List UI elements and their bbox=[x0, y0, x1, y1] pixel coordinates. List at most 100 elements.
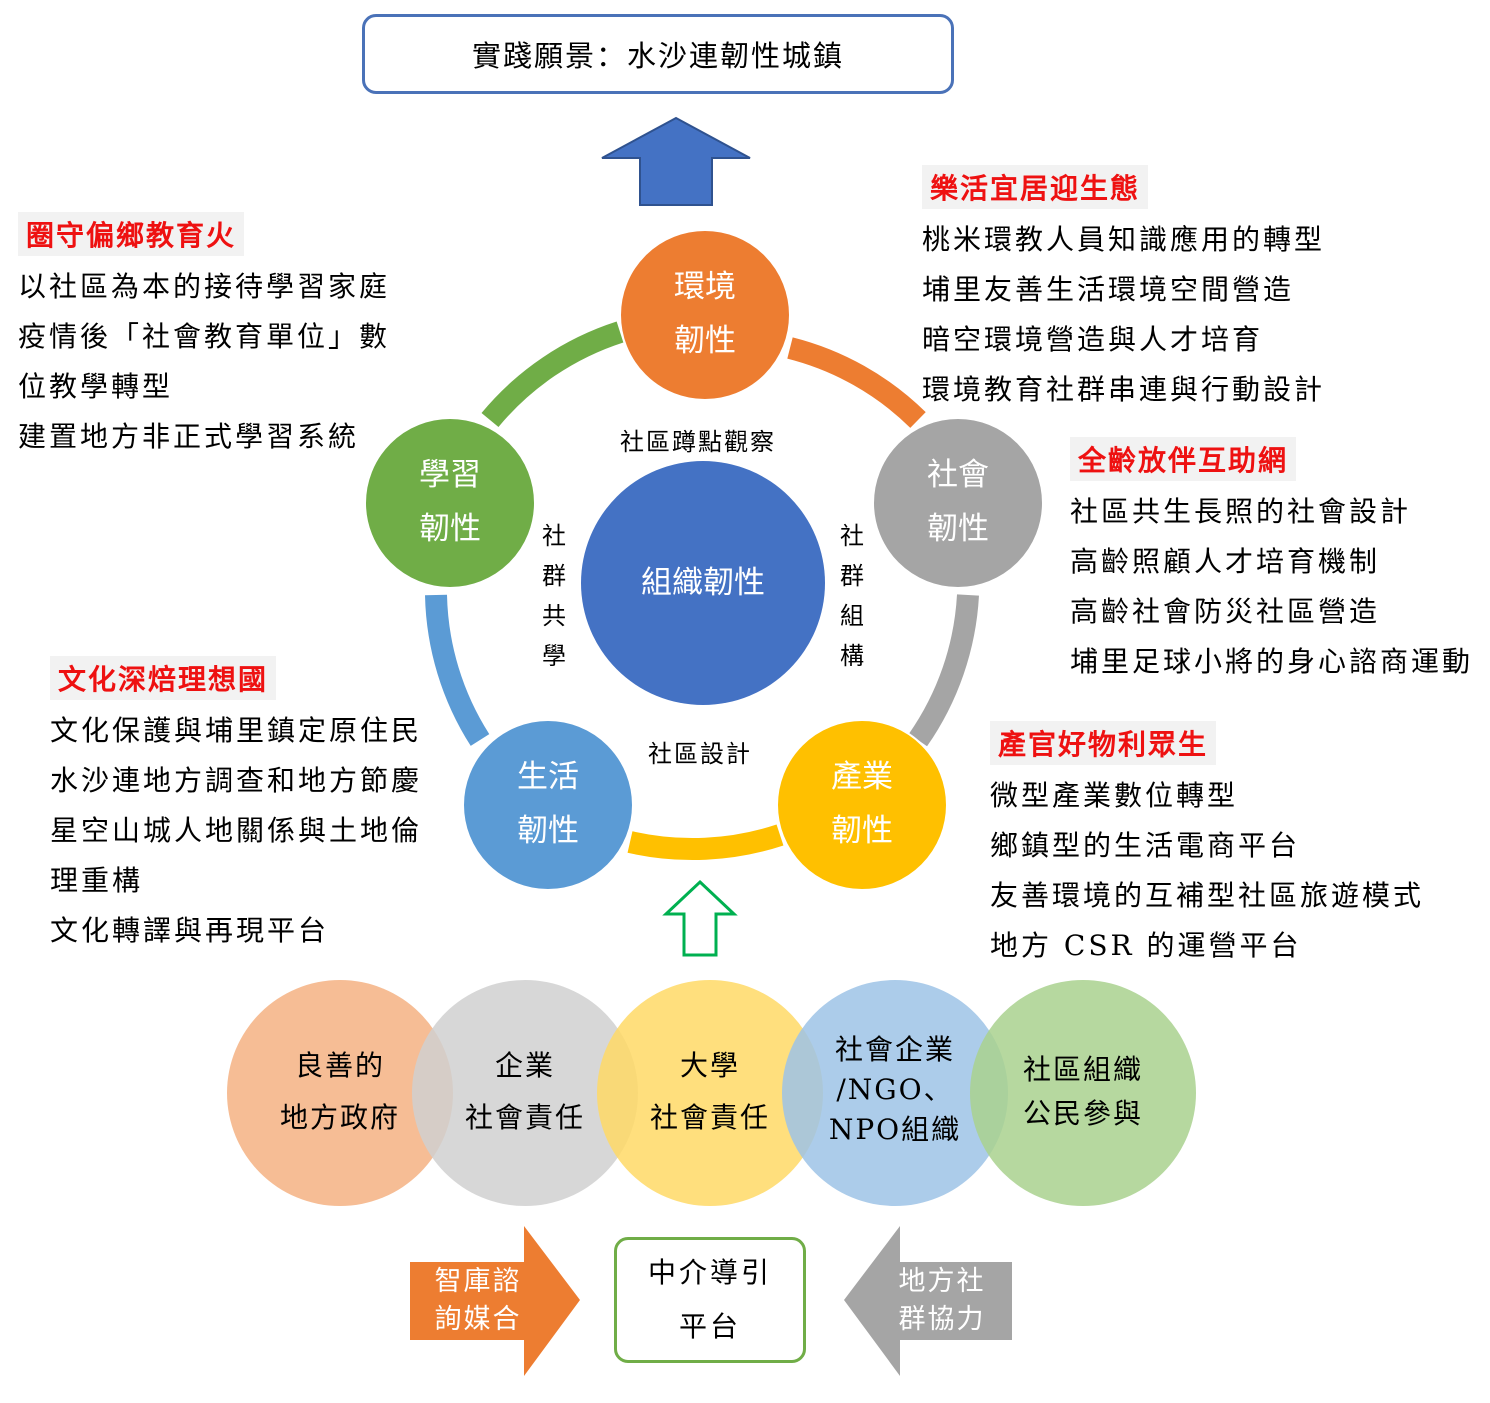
culture-section: 文化深焙理想國 文化保護與埔里鎮定原住民 水沙連地方調查和地方節慶 星空山城人地… bbox=[50, 656, 422, 956]
venn-label-line: 社會責任 bbox=[649, 1101, 770, 1134]
arrow-label-line: 地方社 bbox=[898, 1266, 986, 1297]
environment-list: 桃米環教人員知識應用的轉型 埔里友善生活環境空間營造 暗空環境營造與人才培育 環… bbox=[922, 215, 1325, 415]
venn-comm-label: 社區組織 公民參與 bbox=[993, 1048, 1173, 1136]
life-label: 生活 韌性 bbox=[463, 750, 633, 858]
list-item: 埔里足球小將的身心諮商運動 bbox=[1070, 645, 1474, 678]
platform-line1: 中介導引 bbox=[647, 1256, 772, 1289]
environment-heading: 樂活宜居迎生態 bbox=[922, 165, 1149, 209]
list-item: 建置地方非正式學習系統 bbox=[18, 420, 360, 453]
ring-label-right-char: 群 bbox=[840, 562, 864, 590]
list-item: 高齡照顧人才培育機制 bbox=[1070, 545, 1381, 578]
learning-section: 圈守偏鄉教育火 以社區為本的接待學習家庭 疫情後「社會教育單位」數 位教學轉型 … bbox=[18, 212, 390, 462]
arrow-label-line: 群協力 bbox=[898, 1304, 986, 1335]
list-item: 地方 CSR 的運營平台 bbox=[990, 929, 1302, 962]
ring-label-right: 社 群 組 構 bbox=[837, 516, 867, 676]
list-item: 微型產業數位轉型 bbox=[990, 779, 1239, 812]
arrow-label-line: 智庫諮 bbox=[434, 1266, 522, 1297]
ring-label-right-char: 構 bbox=[840, 642, 864, 670]
ring-segment-social bbox=[908, 594, 979, 747]
venn-label-line: 公民參與 bbox=[1022, 1097, 1143, 1130]
social-label: 社會 韌性 bbox=[873, 448, 1043, 556]
learning-circle bbox=[364, 417, 536, 589]
social-circle bbox=[872, 417, 1044, 589]
learning-heading: 圈守偏鄉教育火 bbox=[18, 212, 245, 256]
life-label-line1: 生活 bbox=[517, 759, 579, 795]
industry-circle bbox=[776, 719, 948, 891]
ring-label-left-char: 群 bbox=[542, 562, 566, 590]
learning-list: 以社區為本的接待學習家庭 疫情後「社會教育單位」數 位教學轉型 建置地方非正式學… bbox=[18, 262, 390, 462]
platform-box: 中介導引 平台 bbox=[614, 1237, 806, 1363]
vision-up-arrow bbox=[601, 116, 751, 206]
list-item: 文化保護與埔里鎮定原住民 bbox=[50, 714, 423, 747]
community-label: 地方社 群協力 bbox=[882, 1263, 1002, 1339]
list-item: 暗空環境營造與人才培育 bbox=[922, 323, 1264, 356]
social-section: 全齡放伴互助網 社區共生長照的社會設計 高齡照顧人才培育機制 高齡社會防災社區營… bbox=[1070, 437, 1473, 687]
industry-label-line2: 韌性 bbox=[831, 813, 893, 849]
center-circle bbox=[581, 461, 825, 705]
venn-univ-label: 大學 社會責任 bbox=[620, 1040, 800, 1144]
list-item: 環境教育社群串連與行動設計 bbox=[922, 373, 1326, 406]
list-item: 鄉鎮型的生活電商平台 bbox=[990, 829, 1301, 862]
venn-label-line: NPO組織 bbox=[828, 1113, 962, 1146]
list-item: 文化轉譯與再現平台 bbox=[50, 914, 330, 947]
life-label-line2: 韌性 bbox=[517, 813, 579, 849]
think-tank-label: 智庫諮 詢媒合 bbox=[418, 1263, 538, 1339]
industry-label-line1: 產業 bbox=[831, 759, 893, 795]
environment-label-line2: 韌性 bbox=[674, 323, 736, 359]
list-item: 星空山城人地關係與土地倫 bbox=[50, 814, 423, 847]
environment-label: 環境 韌性 bbox=[620, 260, 790, 368]
list-item: 理重構 bbox=[50, 864, 144, 897]
culture-heading: 文化深焙理想國 bbox=[50, 656, 277, 700]
venn-label-line: 地方政府 bbox=[279, 1101, 400, 1134]
ring-segment-industry bbox=[627, 824, 784, 860]
industry-label: 產業 韌性 bbox=[777, 750, 947, 858]
industry-section: 產官好物利眾生 微型產業數位轉型 鄉鎮型的生活電商平台 友善環境的互補型社區旅遊… bbox=[990, 721, 1424, 971]
venn-label-line: /NGO、 bbox=[836, 1073, 954, 1106]
learning-label-line1: 學習 bbox=[419, 457, 481, 493]
social-label-line1: 社會 bbox=[927, 457, 989, 493]
vision-title: 實踐願景：水沙連韌性城鎮 bbox=[471, 39, 844, 73]
venn-label-line: 社會責任 bbox=[464, 1101, 585, 1134]
center-label: 組織韌性 bbox=[581, 556, 825, 610]
platform-line2: 平台 bbox=[678, 1310, 741, 1343]
venn-gov bbox=[227, 980, 453, 1206]
arrow-label-line: 詢媒合 bbox=[434, 1304, 522, 1335]
list-item: 以社區為本的接待學習家庭 bbox=[18, 270, 391, 303]
social-heading: 全齡放伴互助網 bbox=[1070, 437, 1297, 481]
support-up-arrow bbox=[662, 879, 738, 957]
venn-label-line: 良善的 bbox=[294, 1049, 385, 1082]
industry-list: 微型產業數位轉型 鄉鎮型的生活電商平台 友善環境的互補型社區旅遊模式 地方 CS… bbox=[990, 771, 1424, 971]
ring-label-left-char: 共 bbox=[542, 602, 566, 630]
stakeholder-venn bbox=[227, 980, 1196, 1206]
life-circle bbox=[462, 719, 634, 891]
venn-comm bbox=[970, 980, 1196, 1206]
ring-segment-learning bbox=[481, 321, 624, 428]
ring-label-top: 社區蹲點觀察 bbox=[620, 428, 776, 456]
ring-label-left-char: 社 bbox=[542, 522, 566, 550]
environment-label-line1: 環境 bbox=[674, 269, 736, 305]
venn-corp bbox=[412, 980, 638, 1206]
center-label-text: 組織韌性 bbox=[641, 565, 765, 601]
venn-ngo bbox=[782, 980, 1008, 1206]
ring-label-right-char: 社 bbox=[840, 522, 864, 550]
ring-label-left: 社 群 共 學 bbox=[539, 516, 569, 676]
venn-gov-label: 良善的 地方政府 bbox=[250, 1040, 430, 1144]
community-arrow bbox=[844, 1226, 1012, 1376]
venn-label-line: 企業 bbox=[494, 1049, 555, 1082]
ring-label-left-char: 學 bbox=[542, 642, 566, 670]
list-item: 水沙連地方調查和地方節慶 bbox=[50, 764, 423, 797]
list-item: 高齡社會防災社區營造 bbox=[1070, 595, 1381, 628]
ring-label-bottom: 社區設計 bbox=[648, 740, 752, 768]
learning-label-line2: 韌性 bbox=[419, 511, 481, 547]
list-item: 桃米環教人員知識應用的轉型 bbox=[922, 223, 1326, 256]
venn-label-line: 社區組織 bbox=[1022, 1053, 1143, 1086]
think-tank-arrow bbox=[410, 1226, 580, 1376]
resilience-ring bbox=[425, 321, 979, 860]
vision-box: 實踐願景：水沙連韌性城鎮 bbox=[362, 14, 954, 94]
venn-ngo-label: 社會企業 /NGO、 NPO組織 bbox=[805, 1030, 985, 1150]
environment-section: 樂活宜居迎生態 桃米環教人員知識應用的轉型 埔里友善生活環境空間營造 暗空環境營… bbox=[922, 165, 1325, 415]
environment-circle bbox=[619, 229, 791, 401]
list-item: 位教學轉型 bbox=[18, 370, 174, 403]
venn-univ bbox=[597, 980, 823, 1206]
